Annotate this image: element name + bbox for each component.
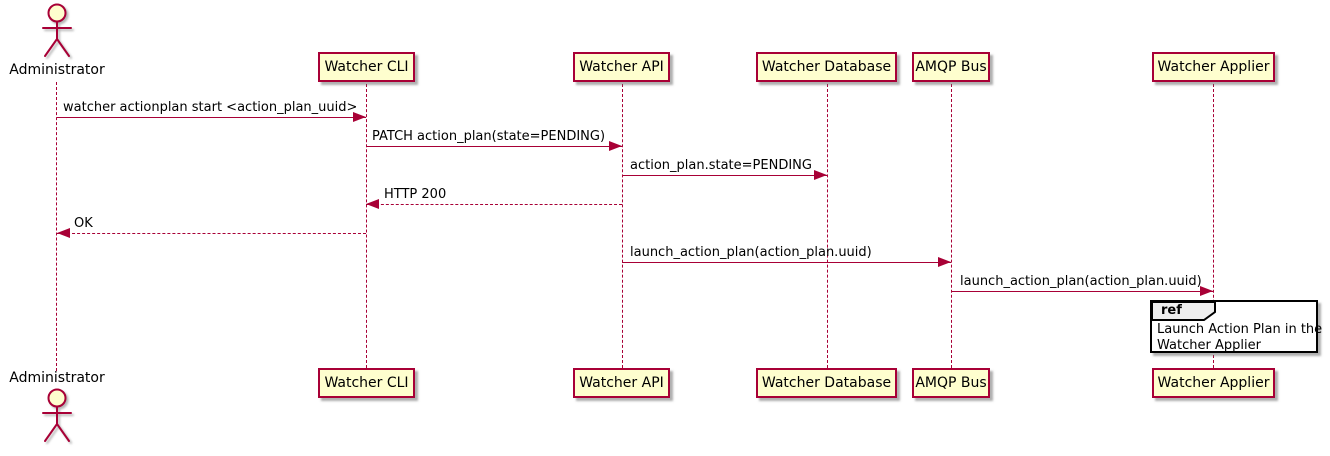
ref-keyword: ref (1161, 303, 1182, 318)
message-label: launch_action_plan(action_plan.uuid) (960, 274, 1202, 289)
message-line (57, 117, 366, 118)
message-label: action_plan.state=PENDING (630, 158, 812, 173)
participant-watcher-api-top: Watcher API (573, 52, 670, 82)
message-label: OK (74, 216, 93, 231)
participant-amqp-bus-top: AMQP Bus (912, 52, 990, 82)
participant-watcher-database-bottom: Watcher Database (756, 368, 897, 398)
actor-icon (42, 388, 72, 442)
message-line (622, 175, 827, 176)
actor-name: Administrator (9, 370, 105, 386)
arrowhead-left-icon (366, 199, 379, 209)
ref-text-line: Launch Action Plan in the (1157, 322, 1323, 337)
message-line (366, 146, 622, 147)
arrowhead-right-icon (353, 112, 366, 122)
lifeline-administrator (56, 82, 57, 371)
actor-icon (42, 3, 72, 57)
participant-watcher-database-top: Watcher Database (756, 52, 897, 82)
participant-watcher-cli-top: Watcher CLI (318, 52, 415, 82)
arrowhead-left-icon (57, 228, 70, 238)
message-label: watcher actionplan start <action_plan_uu… (63, 100, 358, 115)
lifeline-amqp-bus (951, 84, 952, 368)
ref-header-shape (1151, 301, 1216, 321)
actor-administrator-top: Administrator (9, 2, 105, 78)
participant-watcher-applier-top: Watcher Applier (1152, 52, 1275, 82)
message-line (366, 204, 622, 205)
message-line (951, 291, 1213, 292)
arrowhead-right-icon (938, 257, 951, 267)
message-label: PATCH action_plan(state=PENDING) (372, 129, 606, 144)
arrowhead-right-icon (1200, 286, 1213, 296)
message-line (57, 233, 366, 234)
lifeline-watcher-applier (1213, 84, 1214, 368)
ref-text-line: Watcher Applier (1157, 338, 1261, 353)
lifeline-watcher-cli (366, 84, 367, 368)
arrowhead-right-icon (814, 170, 827, 180)
message-label: launch_action_plan(action_plan.uuid) (630, 245, 872, 260)
actor-name: Administrator (9, 62, 105, 78)
lifeline-watcher-api (622, 84, 623, 368)
message-line (622, 262, 951, 263)
lifeline-watcher-database (827, 84, 828, 368)
participant-amqp-bus-bottom: AMQP Bus (912, 368, 990, 398)
ref-text: Launch Action Plan in the Watcher Applie… (1157, 322, 1323, 354)
participant-watcher-api-bottom: Watcher API (573, 368, 670, 398)
participant-watcher-cli-bottom: Watcher CLI (318, 368, 415, 398)
ref-fragment: ref Launch Action Plan in the Watcher Ap… (1150, 300, 1323, 354)
arrowhead-right-icon (609, 141, 622, 151)
message-label: HTTP 200 (384, 187, 447, 202)
participant-watcher-applier-bottom: Watcher Applier (1152, 368, 1275, 398)
